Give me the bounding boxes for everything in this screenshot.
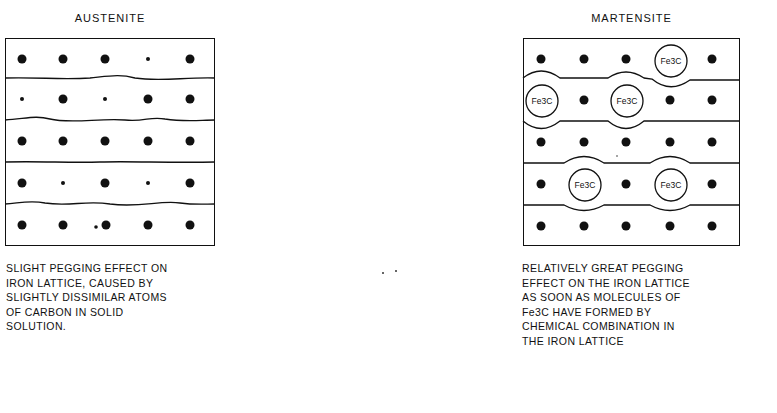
- carbon-atom: [146, 57, 150, 61]
- iron-atom: [537, 138, 546, 147]
- iron-atom: [144, 137, 153, 146]
- iron-atom: [18, 137, 27, 146]
- iron-atom: [622, 180, 631, 189]
- iron-atom: [708, 222, 717, 231]
- iron-atom: [580, 55, 589, 64]
- molecule-label: Fe3C: [532, 97, 553, 106]
- lattice-lines: [5, 71, 740, 211]
- carbon-atom: [146, 181, 150, 185]
- stray-marks: [382, 155, 618, 274]
- lattice-line: [5, 117, 215, 121]
- austenite-atoms: [18, 55, 195, 230]
- iron-atom: [666, 96, 675, 105]
- iron-atom: [186, 179, 195, 188]
- circle-outline: [569, 169, 601, 201]
- lattice-line: [5, 202, 215, 205]
- carbon-atom: [61, 181, 65, 185]
- iron-atom: [18, 55, 27, 64]
- martensite-atoms: [537, 55, 717, 231]
- box-heading: AUSTENITE: [0, 12, 234, 24]
- iron-atom: [537, 180, 546, 189]
- lattice-line: [523, 157, 740, 164]
- circle-outline: [655, 45, 687, 77]
- iron-atom: [102, 221, 111, 230]
- lattice-box: AUSTENITE: [5, 38, 215, 246]
- iron-atom: [18, 221, 27, 230]
- iron-atom: [186, 221, 195, 230]
- iron-atom: [580, 138, 589, 147]
- iron-atom: [708, 180, 717, 189]
- iron-atom: [59, 55, 68, 64]
- iron-atom: [622, 222, 631, 231]
- iron-atom: [622, 138, 631, 147]
- iron-atom: [666, 222, 675, 231]
- carbon-atom: [20, 97, 24, 101]
- cementite-molecule: Fe3C: [654, 168, 688, 202]
- iron-atom: [144, 95, 153, 104]
- molecule-label: Fe3C: [617, 97, 638, 106]
- iron-atom: [666, 138, 675, 147]
- iron-atom: [59, 95, 68, 104]
- iron-atom: [186, 55, 195, 64]
- circle-outline: [526, 85, 558, 117]
- iron-atom: [18, 179, 27, 188]
- iron-atom: [101, 179, 110, 188]
- iron-atom: [101, 137, 110, 146]
- molecule-label: Fe3C: [575, 181, 596, 190]
- iron-atom: [580, 96, 589, 105]
- iron-atom: [101, 55, 110, 64]
- box-heading: MARTENSITE: [504, 12, 759, 24]
- caption-text: SLIGHT PEGGING EFFECT ON IRON LATTICE, C…: [6, 261, 178, 334]
- lattice-line: [523, 205, 740, 211]
- circle-outline: [611, 85, 643, 117]
- stray-mark: [382, 272, 384, 274]
- carbon-atom: [103, 97, 107, 101]
- iron-atom: [580, 222, 589, 231]
- iron-atom: [186, 137, 195, 146]
- iron-atom: [59, 221, 68, 230]
- lattice-box: MARTENSITEFe3CFe3CFe3CFe3CFe3C: [523, 38, 740, 246]
- iron-atom: [708, 55, 717, 64]
- stray-mark: [395, 270, 397, 272]
- iron-atom: [708, 138, 717, 147]
- cementite-molecule: Fe3C: [568, 168, 602, 202]
- cementite-molecule: Fe3C: [525, 84, 559, 118]
- iron-atom: [144, 221, 153, 230]
- iron-atom: [537, 222, 546, 231]
- stray-mark: [616, 155, 618, 157]
- caption-text: RELATIVELY GREAT PEGGING EFFECT ON THE I…: [522, 261, 694, 348]
- molecule-label: Fe3C: [661, 57, 682, 66]
- circle-outline: [655, 169, 687, 201]
- iron-atom: [59, 137, 68, 146]
- carbon-atom: [94, 225, 98, 229]
- iron-atom: [622, 55, 631, 64]
- cementite-molecule: Fe3C: [610, 84, 644, 118]
- iron-atom: [537, 55, 546, 64]
- lattice-line: [5, 76, 215, 80]
- iron-atom: [708, 96, 717, 105]
- lattice-line: [5, 161, 215, 163]
- iron-atom: [186, 95, 195, 104]
- lattice-line: [523, 121, 740, 129]
- molecule-label: Fe3C: [661, 181, 682, 190]
- cementite-molecule: Fe3C: [654, 44, 688, 78]
